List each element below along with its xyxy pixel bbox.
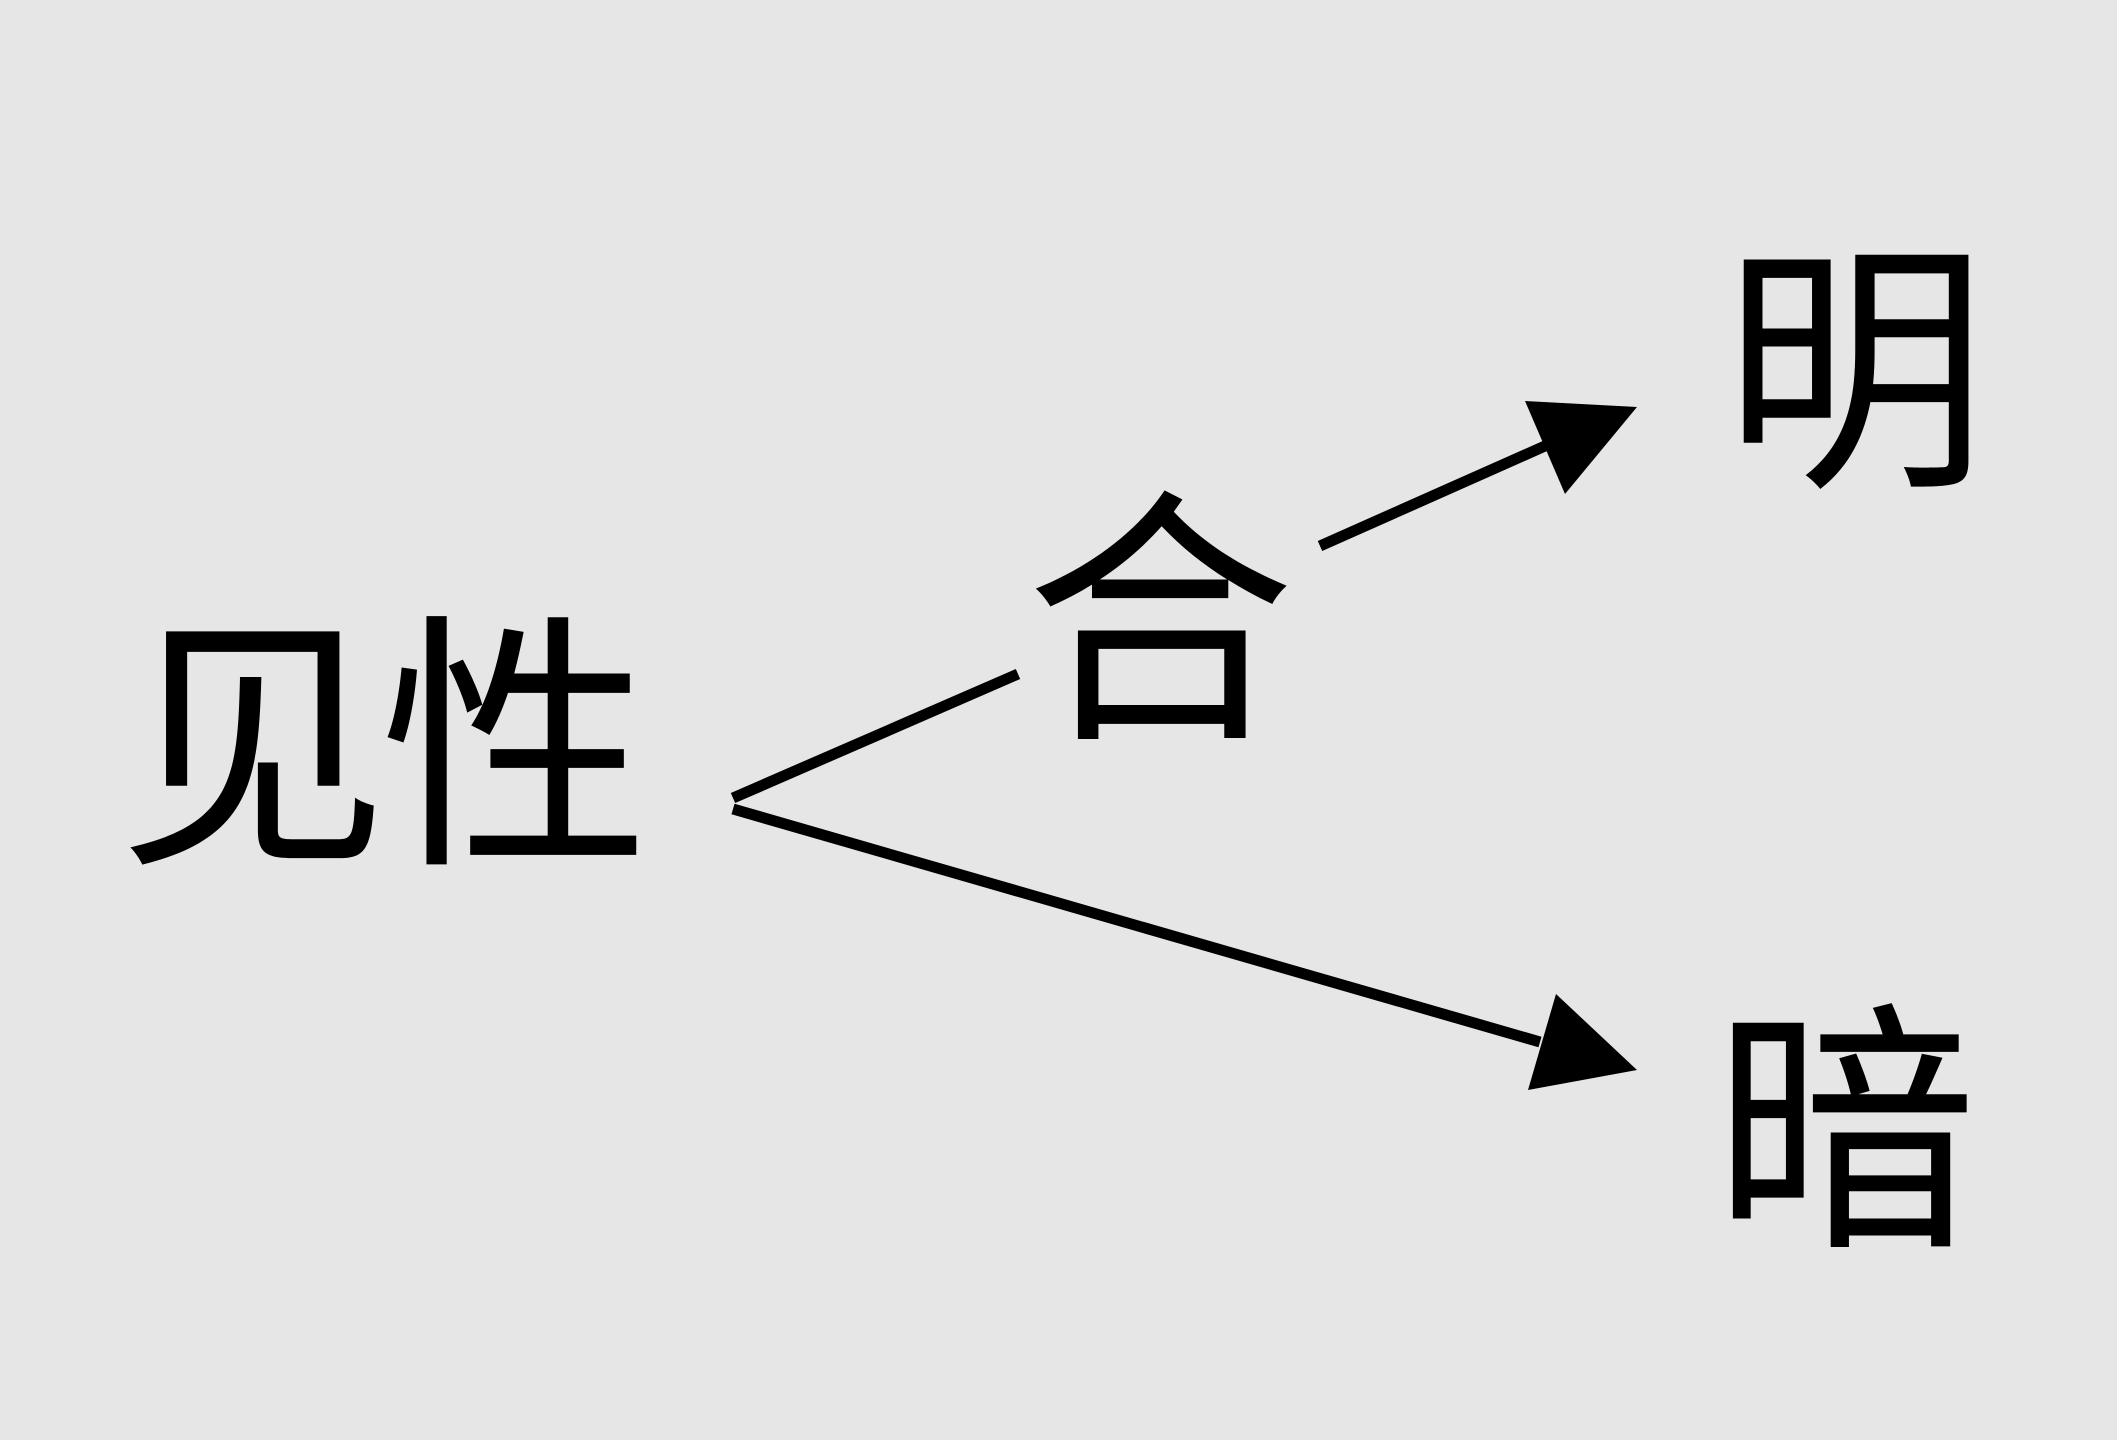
middle-node-label: 合 (1025, 467, 1295, 782)
target-bottom-node-label: 暗 (1712, 980, 1978, 1289)
lower-branch-line (731, 803, 1542, 1048)
upper-branch-line-end (1317, 440, 1548, 552)
target-top-node-label: 明 (1722, 220, 1988, 529)
arrowhead-to-bottom-icon (1528, 994, 1637, 1090)
upper-branch-line-start (730, 668, 1021, 804)
arrowhead-to-top-icon (1525, 401, 1637, 494)
source-node-label: 见性 (118, 592, 650, 907)
